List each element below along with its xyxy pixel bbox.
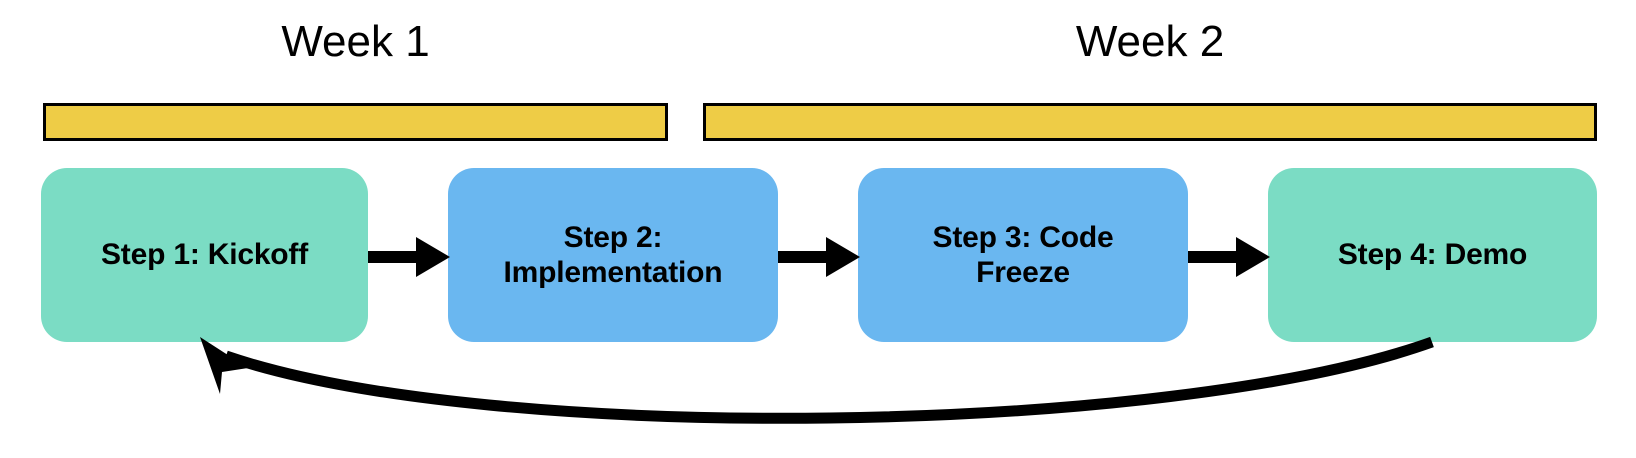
step-box-2-implementation[interactable]: Step 2: Implementation — [448, 168, 778, 342]
arrow-step-3-to-step-4-icon — [1188, 237, 1270, 277]
timeline-bar-week-1 — [43, 103, 668, 141]
step-box-2-label: Step 2: Implementation — [503, 220, 723, 289]
step-box-4-label: Step 4: Demo — [1337, 238, 1528, 272]
timeline-bar-week-2 — [703, 103, 1597, 141]
step-box-4-demo[interactable]: Step 4: Demo — [1268, 168, 1597, 342]
week-2-heading: Week 2 — [1075, 17, 1225, 66]
step-box-3-label: Step 3: Code Freeze — [932, 220, 1114, 289]
feedback-loop-arrow-icon — [200, 336, 1434, 424]
arrow-step-2-to-step-3-icon — [778, 237, 860, 277]
step-box-1-label: Step 1: Kickoff — [100, 238, 309, 272]
week-1-heading: Week 1 — [281, 17, 430, 66]
arrow-step-1-to-step-2-icon — [368, 237, 450, 277]
step-box-1-kickoff[interactable]: Step 1: Kickoff — [41, 168, 368, 342]
step-box-3-code-freeze[interactable]: Step 3: Code Freeze — [858, 168, 1188, 342]
